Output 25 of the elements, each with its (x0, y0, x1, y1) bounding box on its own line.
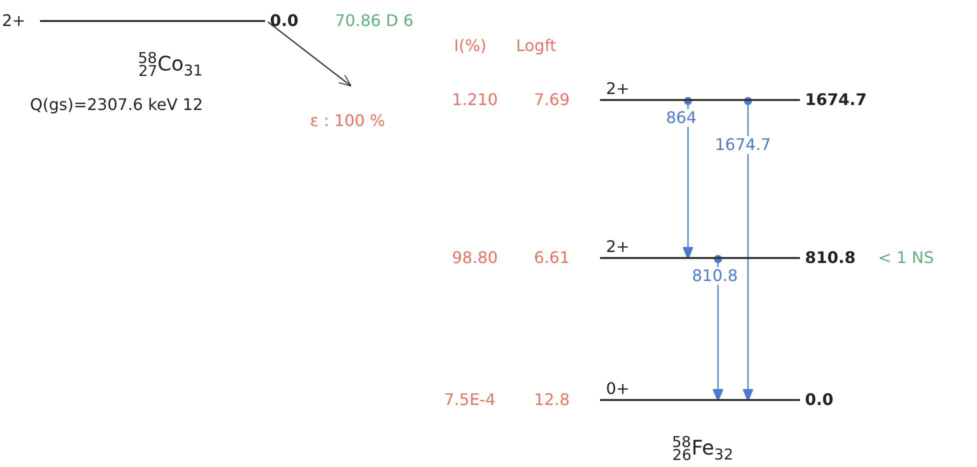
spin-parity-label: 2+ (606, 80, 630, 98)
intensity-value: 1.210 (452, 91, 498, 109)
spin-parity-label: 2+ (606, 238, 630, 256)
energy-label: 1674.7 (805, 91, 867, 109)
half-life-label: 70.86 D 6 (335, 12, 414, 30)
transition-arrow (742, 97, 754, 402)
edge-label: 810.8 (690, 267, 740, 285)
logft-value: 7.69 (534, 91, 570, 109)
energy-label: 0.0 (270, 12, 298, 30)
column-heading: I(%) (454, 37, 486, 55)
energy-label: 0.0 (805, 391, 834, 409)
half-life-label: < 1 NS (878, 249, 934, 267)
edge-label: 864 (664, 109, 699, 127)
decay-mode-label: ε : 100 % (310, 112, 386, 130)
column-heading: Logft (516, 37, 556, 55)
logft-value: 6.61 (534, 249, 570, 267)
logft-value: 12.8 (534, 391, 570, 409)
q-value-label: Q(gs)=2307.6 keV 12 (30, 96, 203, 114)
spin-parity-label: 0+ (606, 380, 630, 398)
decay-arrow (268, 21, 352, 87)
intensity-value: 98.80 (452, 249, 498, 267)
energy-label: 810.8 (805, 249, 856, 267)
transition-arrow (682, 97, 694, 260)
spin-parity-label: 2+ (2, 12, 26, 30)
intensity-value: 7.5E-4 (444, 391, 496, 409)
